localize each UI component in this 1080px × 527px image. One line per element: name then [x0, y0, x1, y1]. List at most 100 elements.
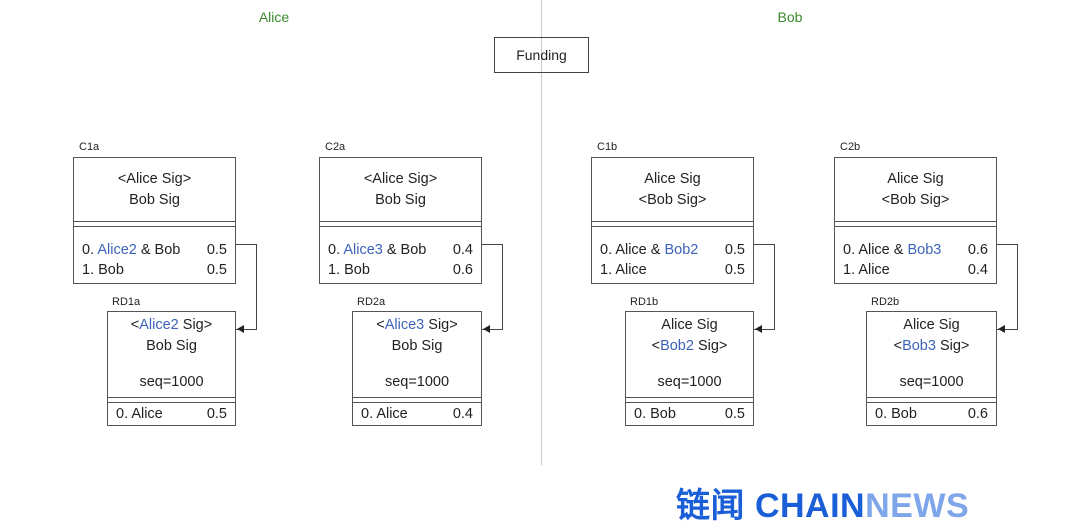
- separator: [353, 397, 481, 403]
- sig-highlight: Bob2: [664, 242, 699, 258]
- sig-text: Bob Sig: [146, 338, 197, 354]
- sig-text-post: Sig>: [424, 317, 458, 333]
- sig-line: <Alice Sig>: [320, 169, 481, 190]
- sig-text: <Alice Sig>: [363, 171, 438, 187]
- sig-text: <: [651, 338, 661, 354]
- output-row: 1. Alice 0.5: [592, 260, 753, 280]
- separator: [320, 221, 481, 227]
- separator: [867, 397, 996, 403]
- output-row: 0. Alice & Bob3 0.6: [835, 240, 996, 260]
- rd-label: RD2b: [871, 296, 900, 308]
- output-amount: 0.5: [724, 262, 745, 278]
- chainnews-logo: 链闻 CHAINNEWS: [676, 478, 969, 527]
- sig-text: 1. Alice: [600, 262, 647, 278]
- output-row: 1. Bob 0.6: [320, 260, 481, 280]
- sig-text: 0. Alice &: [843, 242, 908, 258]
- rd-label: RD2a: [357, 296, 386, 308]
- sig-highlight: Bob3: [907, 242, 942, 258]
- sig-text: Alice Sig: [887, 171, 944, 187]
- arrow-icon: [483, 325, 490, 333]
- arrow-icon: [755, 325, 762, 333]
- sig-text: Bob Sig: [129, 192, 180, 208]
- output-amount: 0.6: [967, 406, 988, 422]
- sig-highlight: Alice3: [384, 317, 425, 333]
- sig-line: Bob Sig: [108, 336, 235, 357]
- seq-text: seq=1000: [384, 374, 450, 390]
- sig-text: <: [893, 338, 903, 354]
- sig-line: Alice Sig: [835, 169, 996, 190]
- separator: [74, 221, 235, 227]
- output-amount: 0.5: [206, 242, 227, 258]
- sig-text: <Alice Sig>: [117, 171, 192, 187]
- output-name: 0. Alice: [116, 406, 163, 422]
- spend-connector: [236, 244, 257, 330]
- sig-text: <Bob Sig>: [881, 192, 950, 208]
- sig-line: Bob Sig: [353, 336, 481, 357]
- commitment-label: C1b: [597, 141, 618, 153]
- sig-text: <: [130, 317, 140, 333]
- sig-highlight: Bob3: [902, 338, 936, 354]
- seq-text: seq=1000: [139, 374, 204, 390]
- alice-header: Alice: [258, 9, 290, 25]
- output-amount: 0.6: [967, 242, 988, 258]
- sig-text-post: Sig>: [693, 338, 728, 354]
- spend-connector: [482, 244, 503, 330]
- output-amount: 0.5: [724, 242, 745, 258]
- rd-label: RD1b: [630, 296, 659, 308]
- sig-text: 1. Bob: [82, 262, 124, 278]
- funding-box: Funding: [494, 37, 589, 73]
- sig-highlight: Alice3: [343, 242, 383, 258]
- commitment-label: C1a: [79, 141, 100, 153]
- sig-line: <Alice Sig>: [74, 169, 235, 190]
- rd-label: RD1a: [112, 296, 141, 308]
- sig-text: 1. Alice: [843, 262, 890, 278]
- sig-text-post: Sig>: [178, 317, 213, 333]
- sig-text: 0. Alice &: [600, 242, 665, 258]
- sig-text: 1. Bob: [328, 262, 370, 278]
- sig-line: Alice Sig: [867, 315, 996, 336]
- separator: [108, 397, 235, 403]
- sig-line: <Bob3 Sig>: [867, 336, 996, 357]
- spend-connector: [754, 244, 775, 330]
- sig-line: Bob Sig: [74, 190, 235, 211]
- sig-text: <: [376, 317, 385, 333]
- sig-highlight: Alice2: [97, 242, 137, 258]
- sig-text: Alice Sig: [644, 171, 701, 187]
- separator: [592, 221, 753, 227]
- sig-text-post: & Bob: [382, 242, 427, 258]
- output-amount: 0.4: [452, 406, 473, 422]
- sig-text-post: & Bob: [136, 242, 181, 258]
- arrow-icon: [998, 325, 1005, 333]
- arrow-icon: [237, 325, 244, 333]
- sig-line: <Bob Sig>: [835, 190, 996, 211]
- sig-text: 0.: [328, 242, 344, 258]
- commitment-label: C2b: [840, 141, 861, 153]
- sig-text: Alice Sig: [903, 317, 960, 333]
- sig-text: Bob Sig: [391, 338, 443, 354]
- logo-news: NEWS: [865, 487, 970, 525]
- funding-label: Funding: [516, 47, 567, 63]
- logo-cn: 链闻: [676, 487, 745, 525]
- output-name: 0. Bob: [634, 406, 676, 422]
- output-amount: 0.6: [452, 262, 473, 278]
- spend-connector: [997, 244, 1018, 330]
- sig-line: <Bob Sig>: [592, 190, 753, 211]
- output-row: 0. Alice & Bob2 0.5: [592, 240, 753, 260]
- commitment-tx: Alice Sig <Bob Sig> 0. Alice & Bob3 0.6 1.…: [834, 157, 997, 284]
- sig-highlight: Alice2: [139, 317, 179, 333]
- seq-text: seq=1000: [657, 374, 722, 390]
- logo-chain: CHAIN: [754, 487, 866, 525]
- sig-text-post: Sig>: [935, 338, 970, 354]
